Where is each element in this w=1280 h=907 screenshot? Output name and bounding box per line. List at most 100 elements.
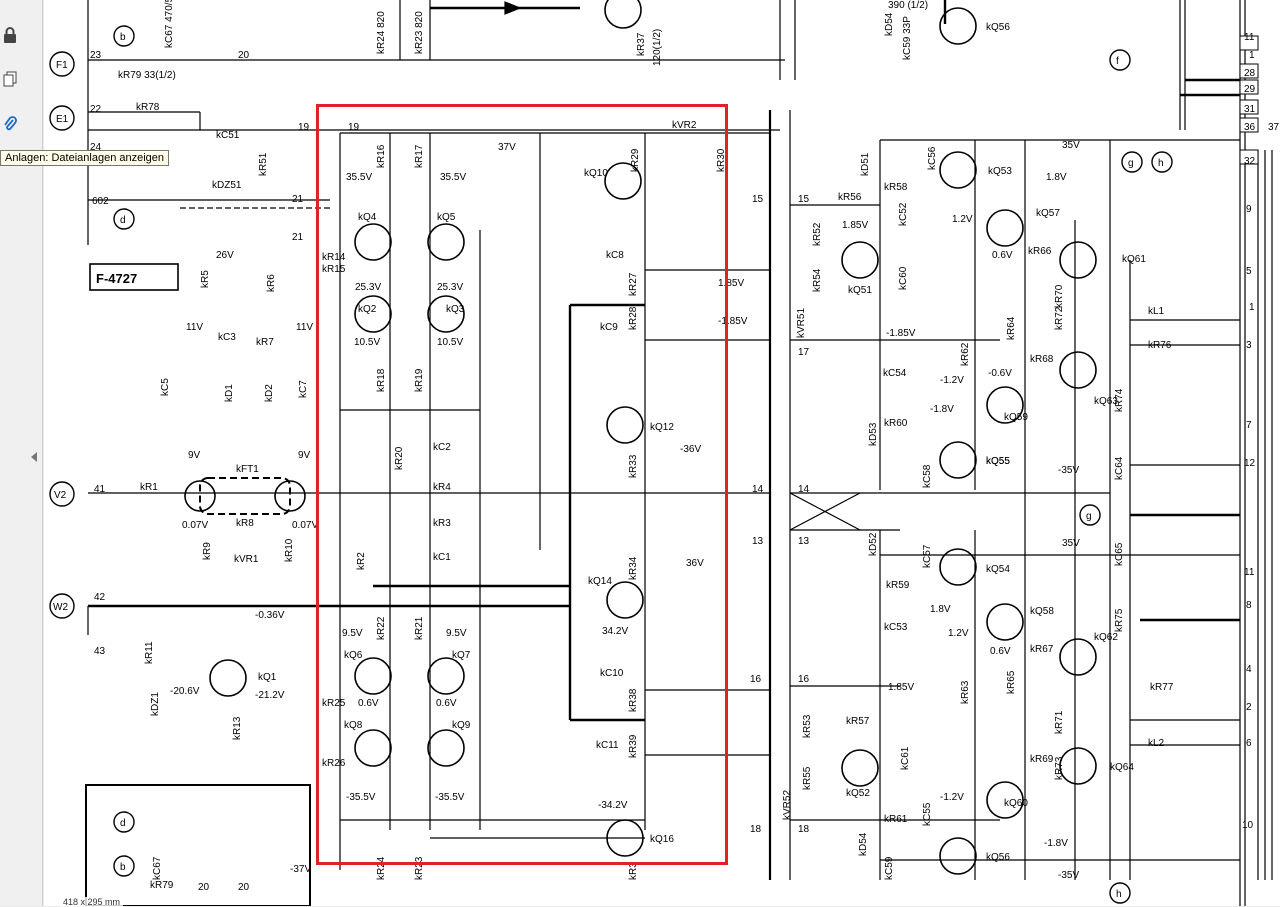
component-label: kQ1 [258,672,277,683]
component-label: kC59 [884,856,895,880]
collapse-panel-icon[interactable] [30,450,38,462]
node-number: 18 [798,824,810,835]
node-number: 19 [298,122,310,133]
component-label: kC61 [900,746,911,770]
component-label: kC5 [160,378,171,396]
connector-number: 2 [1246,702,1252,713]
component-label: kR33 [628,454,639,478]
component-label: kR1 [140,482,158,493]
component-label: kVR1 [234,554,259,565]
component-label: kR51 [258,152,269,176]
component-label: kR61 [884,814,908,825]
component-label: kC55 [922,802,933,826]
component-label: kC52 [898,202,909,226]
voltage-label: 1.85V [842,220,868,231]
voltage-label: 35.5V [346,172,372,183]
component-label: kD53 [868,422,879,446]
component-label: kR65 [1006,670,1017,694]
node-number: 20 [238,50,250,61]
component-label: kC60 [898,266,909,290]
node-number: 43 [94,646,106,657]
voltage-label: 35V [1062,140,1080,151]
component-label: kR5 [200,270,211,288]
component-label: kR57 [846,716,870,727]
voltage-label: 1.85V [888,682,914,693]
component-label: kC10 [600,668,624,679]
node-number: 19 [348,122,360,133]
voltage-label: 1.8V [930,604,951,615]
connector-number: 37 [1268,122,1280,133]
component-label: kR2 [356,552,367,570]
component-label: kR39 [628,734,639,758]
node-number: 602 [92,196,109,207]
component-label: kQ8 [344,720,363,731]
node-number: 13 [752,536,764,547]
component-label: kR59 [886,580,910,591]
voltage-label: -1.8V [1044,838,1068,849]
voltage-label: 36V [686,558,704,569]
voltage-label: 0.07V [292,520,318,531]
component-label: kC9 [600,322,618,333]
connector-number: 6 [1246,738,1252,749]
voltage-label: 9V [188,450,201,461]
component-label: kDZ51 [212,180,242,191]
voltage-label: -34.2V [598,800,628,811]
component-label: kQ2 [358,304,377,315]
voltage-label: -35.5V [346,792,376,803]
component-label: kC51 [216,130,240,141]
probe-label: E1 [56,114,69,125]
component-label: kR19 [414,368,425,392]
voltage-label: 25.3V [355,282,381,293]
component-label: kR15 [322,264,346,275]
attachment-icon[interactable] [0,112,20,138]
lock-icon[interactable] [0,22,20,48]
component-label: kQ3 [446,304,465,315]
component-label: kC65 [1114,542,1125,566]
voltage-label: -35V [1058,870,1079,881]
component-label: kR58 [884,182,908,193]
voltage-label: 10.5V [354,337,380,348]
viewer-sidebar [0,0,43,906]
voltage-label: 1.2V [952,214,973,225]
connector-number: 36 [1244,122,1256,133]
component-label: kFT1 [236,464,259,475]
component-label: kQ56 [986,22,1010,33]
voltage-label: -0.6V [988,368,1012,379]
connector-number: 31 [1244,104,1256,115]
component-label: kQ58 [1030,606,1054,617]
component-label: kR7 [256,337,274,348]
component-label: kD1 [224,384,235,402]
voltage-label: -0.36V [255,610,285,621]
component-label: kR77 [1150,682,1174,693]
voltage-label: -1.8V [930,404,954,415]
component-label: kR74 [1114,388,1125,412]
voltage-label: 0.6V [436,698,457,709]
node-number: 15 [798,194,810,205]
component-label: kR69 [1030,754,1054,765]
component-label: kD2 [264,384,275,402]
connector-number: 7 [1246,420,1252,431]
voltage-label: -1.2V [940,792,964,803]
component-label: kQ55 [986,456,1010,467]
component-label: kR79 [150,880,174,891]
component-label: kR62 [960,342,971,366]
component-label: kD52 [868,532,879,556]
component-label: kR23 820 [414,11,425,54]
component-label: kR13 [232,716,243,740]
voltage-label: 0.6V [992,250,1013,261]
probe-label: b [120,862,126,873]
component-label: kC3 [218,332,236,343]
component-label: kR37 [636,32,647,56]
component-label: kR55 [802,766,813,790]
component-label: kR64 [1006,316,1017,340]
node-number: 17 [798,347,810,358]
component-label: kR25 [322,698,346,709]
probe-label: W2 [53,602,68,613]
voltage-label: 25.3V [437,282,463,293]
component-label: kC2 [433,442,451,453]
pages-icon[interactable] [0,66,20,92]
component-label: kR66 [1028,246,1052,257]
voltage-label: -36V [680,444,701,455]
